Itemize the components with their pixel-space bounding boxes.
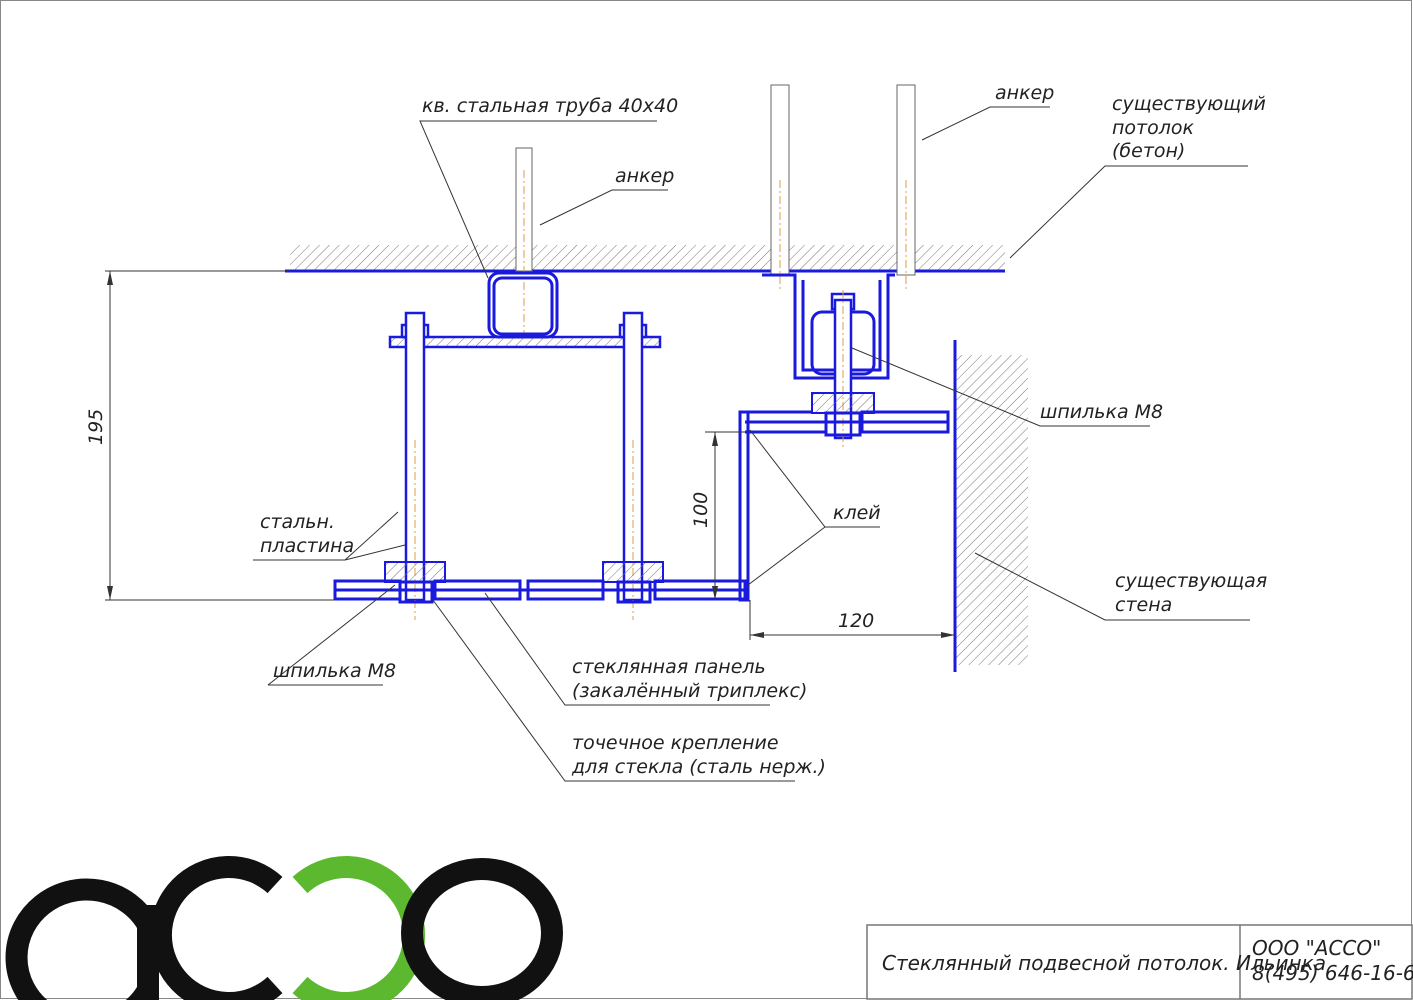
dimension-195-text: 195	[85, 409, 107, 445]
label-stud-right: шпилька М8	[1040, 401, 1163, 423]
dimension-100-text: 100	[690, 492, 712, 528]
label-anchor-right: анкер	[995, 82, 1054, 104]
anchor-left	[515, 147, 533, 340]
square-tube	[487, 271, 559, 339]
label-glass-line1: стеклянная панель	[572, 656, 766, 678]
ceiling	[285, 245, 1005, 273]
existing-wall	[953, 340, 1028, 672]
glass-panel-upper	[745, 410, 950, 434]
label-plate-line2: пластина	[260, 535, 354, 557]
label-ceiling-line1: существующий	[1112, 93, 1266, 115]
z-panel-vertical	[738, 410, 750, 602]
right-bracket	[762, 273, 895, 450]
dimension-100: 100	[690, 431, 745, 600]
label-glass-line2: (закалённый триплекс)	[572, 680, 807, 702]
dimension-120-text: 120	[838, 610, 874, 632]
label-ceiling-line2: потолок	[1112, 117, 1195, 139]
company-logo	[5, 856, 563, 1000]
anchor-right-1	[770, 84, 790, 290]
label-glue: клей	[833, 502, 881, 524]
dimension-195: 195	[85, 270, 335, 601]
company-phone: 8(495) 646-16-61	[1252, 961, 1413, 985]
label-wall-line2: стена	[1115, 594, 1172, 616]
point-fixing-mid	[602, 561, 664, 604]
title-block: Стеклянный подвесной потолок. Ильинка ОО…	[866, 924, 1413, 1000]
drawing-title: Стеклянный подвесной потолок. Ильинка	[882, 951, 1326, 975]
steel-plate	[388, 335, 662, 349]
label-fixing-line1: точечное крепление	[572, 732, 779, 754]
label-plate-line1: стальн.	[260, 511, 335, 533]
label-stud-left: шпилька М8	[273, 660, 396, 682]
label-fixing-line2: для стекла (сталь нерж.)	[571, 756, 826, 778]
glass-panels-lower	[333, 579, 747, 601]
label-ceiling-line3: (бетон)	[1112, 140, 1185, 162]
company-name: ООО "АССО"	[1252, 936, 1381, 960]
label-wall-line1: существующая	[1115, 570, 1267, 592]
dimension-120: 120	[749, 600, 955, 640]
leaders	[253, 106, 1250, 782]
label-anchor-left: анкер	[615, 165, 674, 187]
point-fixing-left	[384, 561, 446, 604]
label-square-tube: кв. стальная труба 40х40	[422, 95, 678, 117]
anchor-right-2	[896, 84, 916, 290]
